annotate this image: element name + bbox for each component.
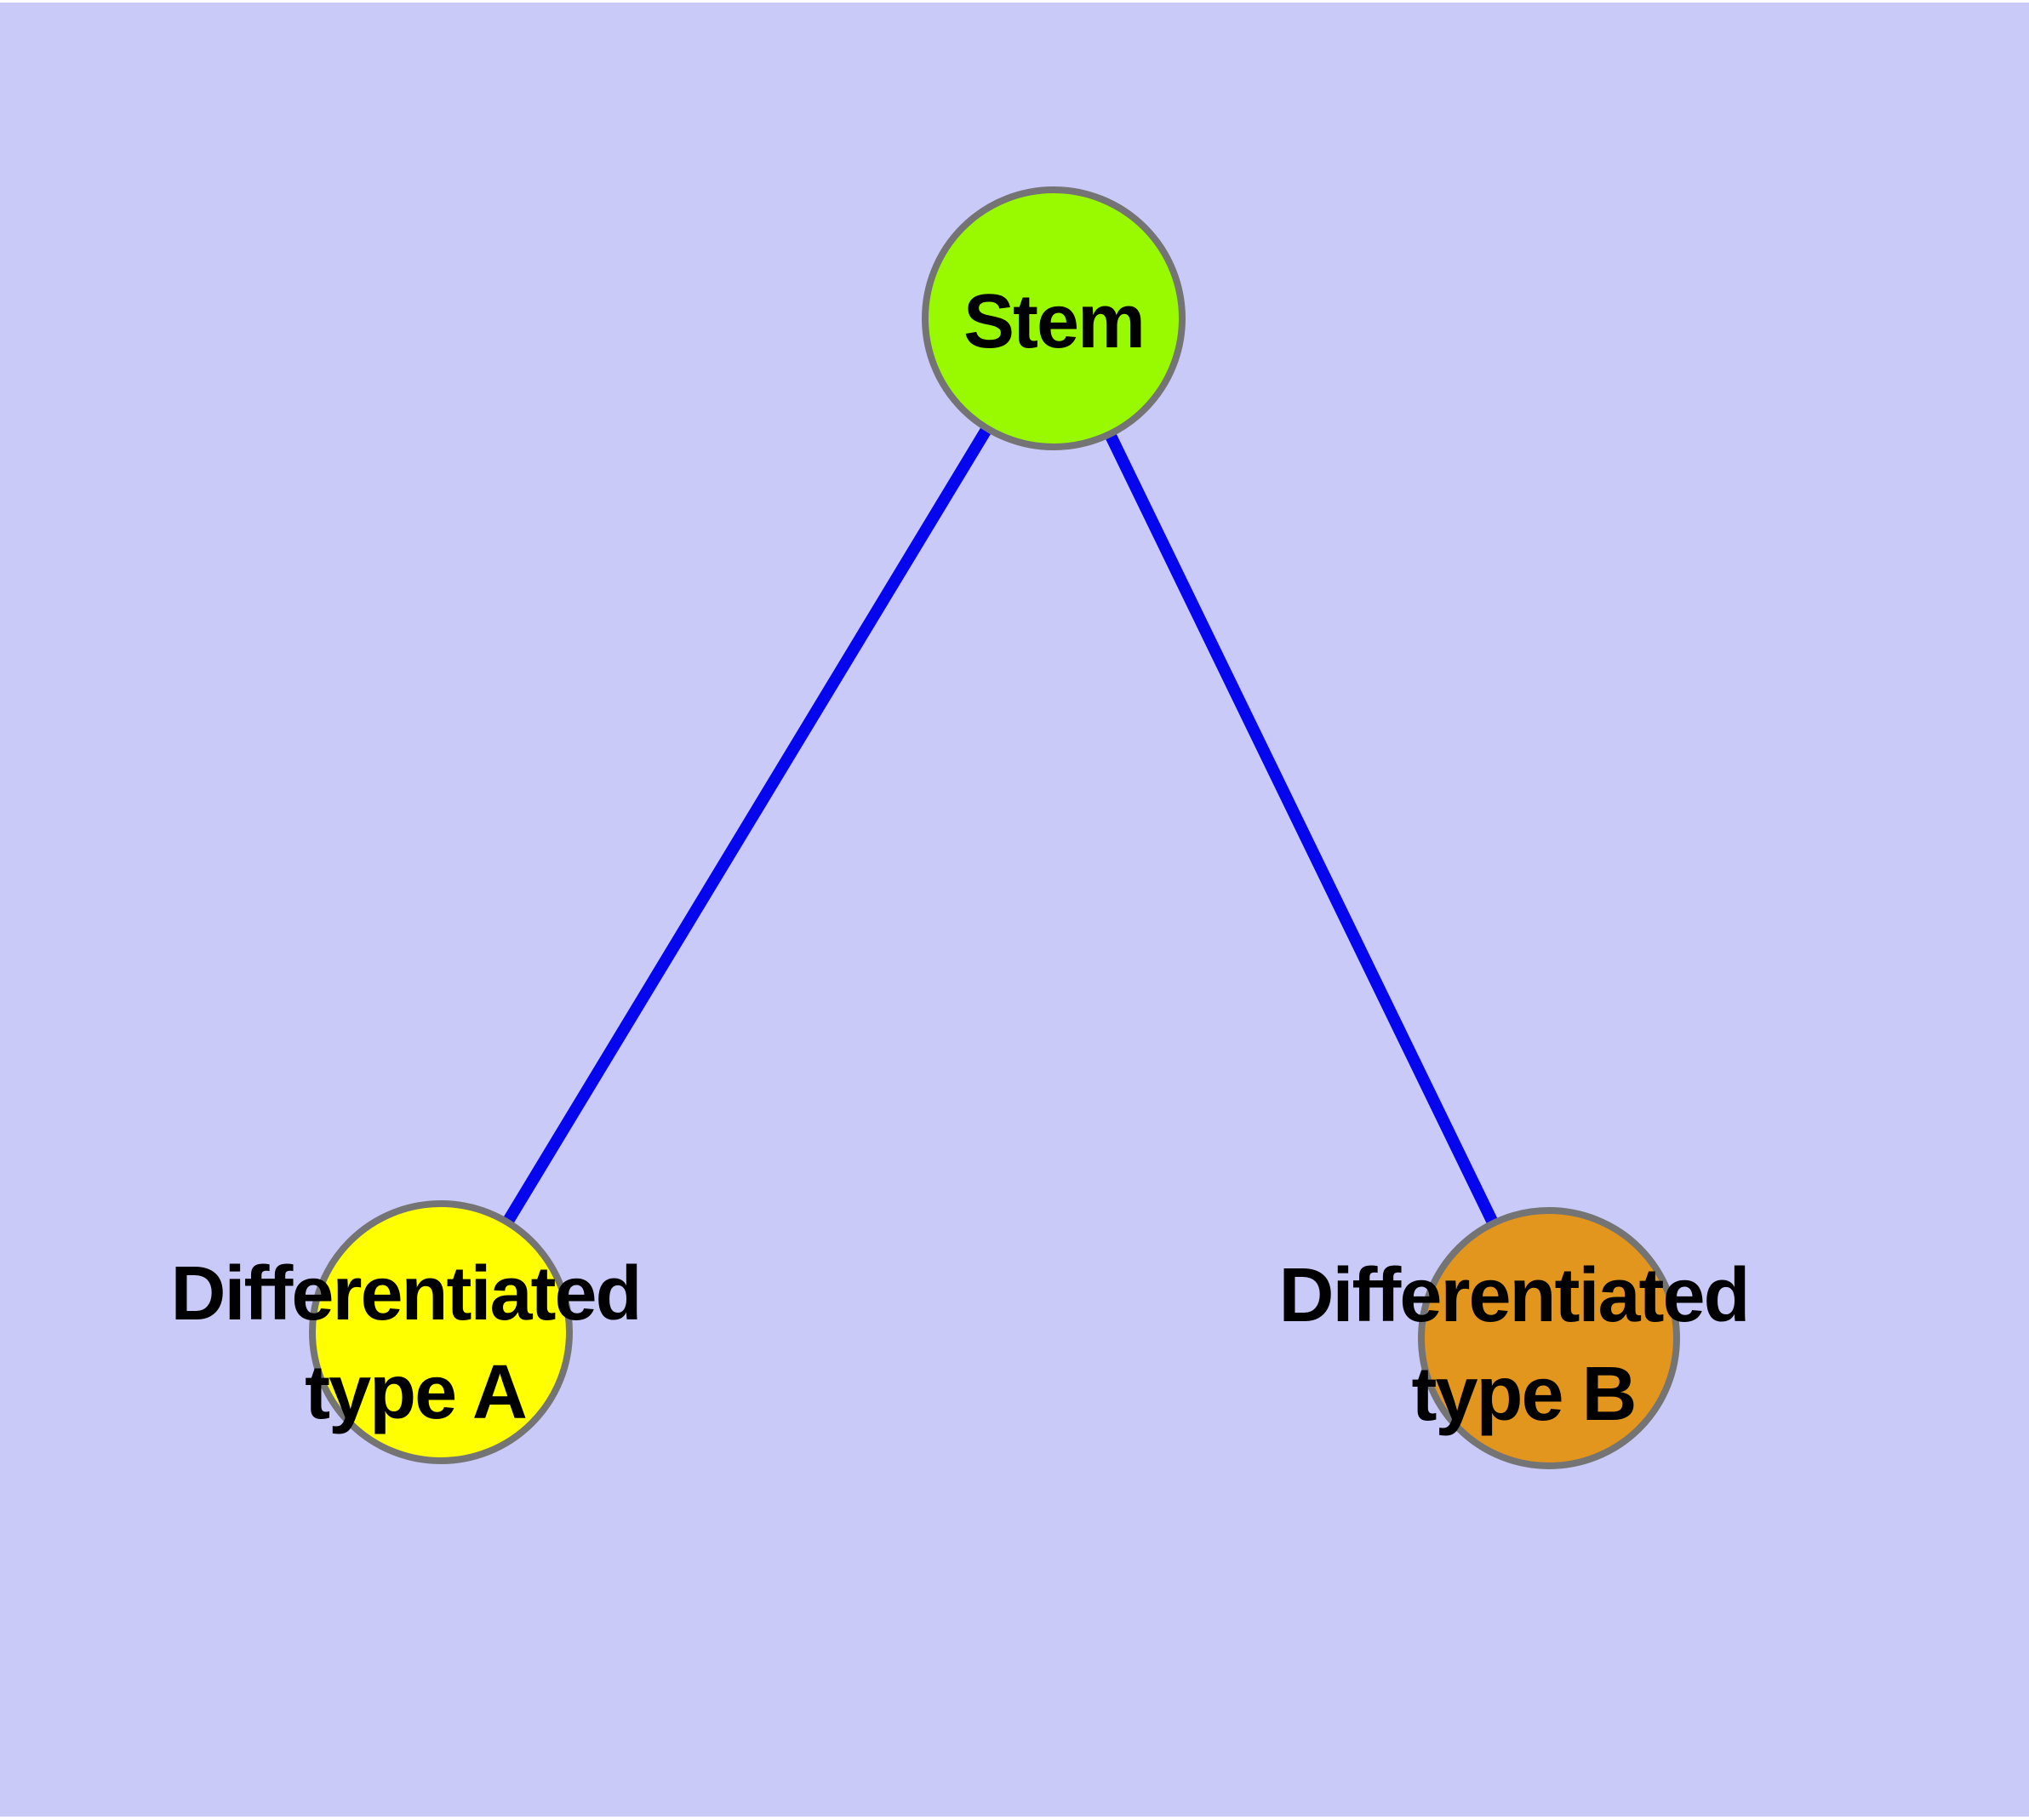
node-stem-label: Stem — [963, 279, 1144, 364]
node-type-a-circle — [309, 1200, 573, 1464]
node-type-a-label-line1: Differentiated — [170, 1251, 640, 1336]
node-type-b-circle — [1418, 1207, 1680, 1469]
edge-stem-to-type-a — [436, 315, 1059, 1336]
edge-stem-to-type-b — [1048, 315, 1555, 1342]
node-type-a-label-line2: type A — [305, 1350, 526, 1435]
node-type-a-label: Differentiated type A — [170, 1251, 660, 1435]
node-type-b-label-line1: Differentiated — [1278, 1253, 1748, 1338]
node-type-b-label-line2: type B — [1411, 1352, 1635, 1437]
node-stem-circle — [922, 186, 1186, 450]
node-type-b-label: Differentiated type B — [1278, 1253, 1768, 1437]
